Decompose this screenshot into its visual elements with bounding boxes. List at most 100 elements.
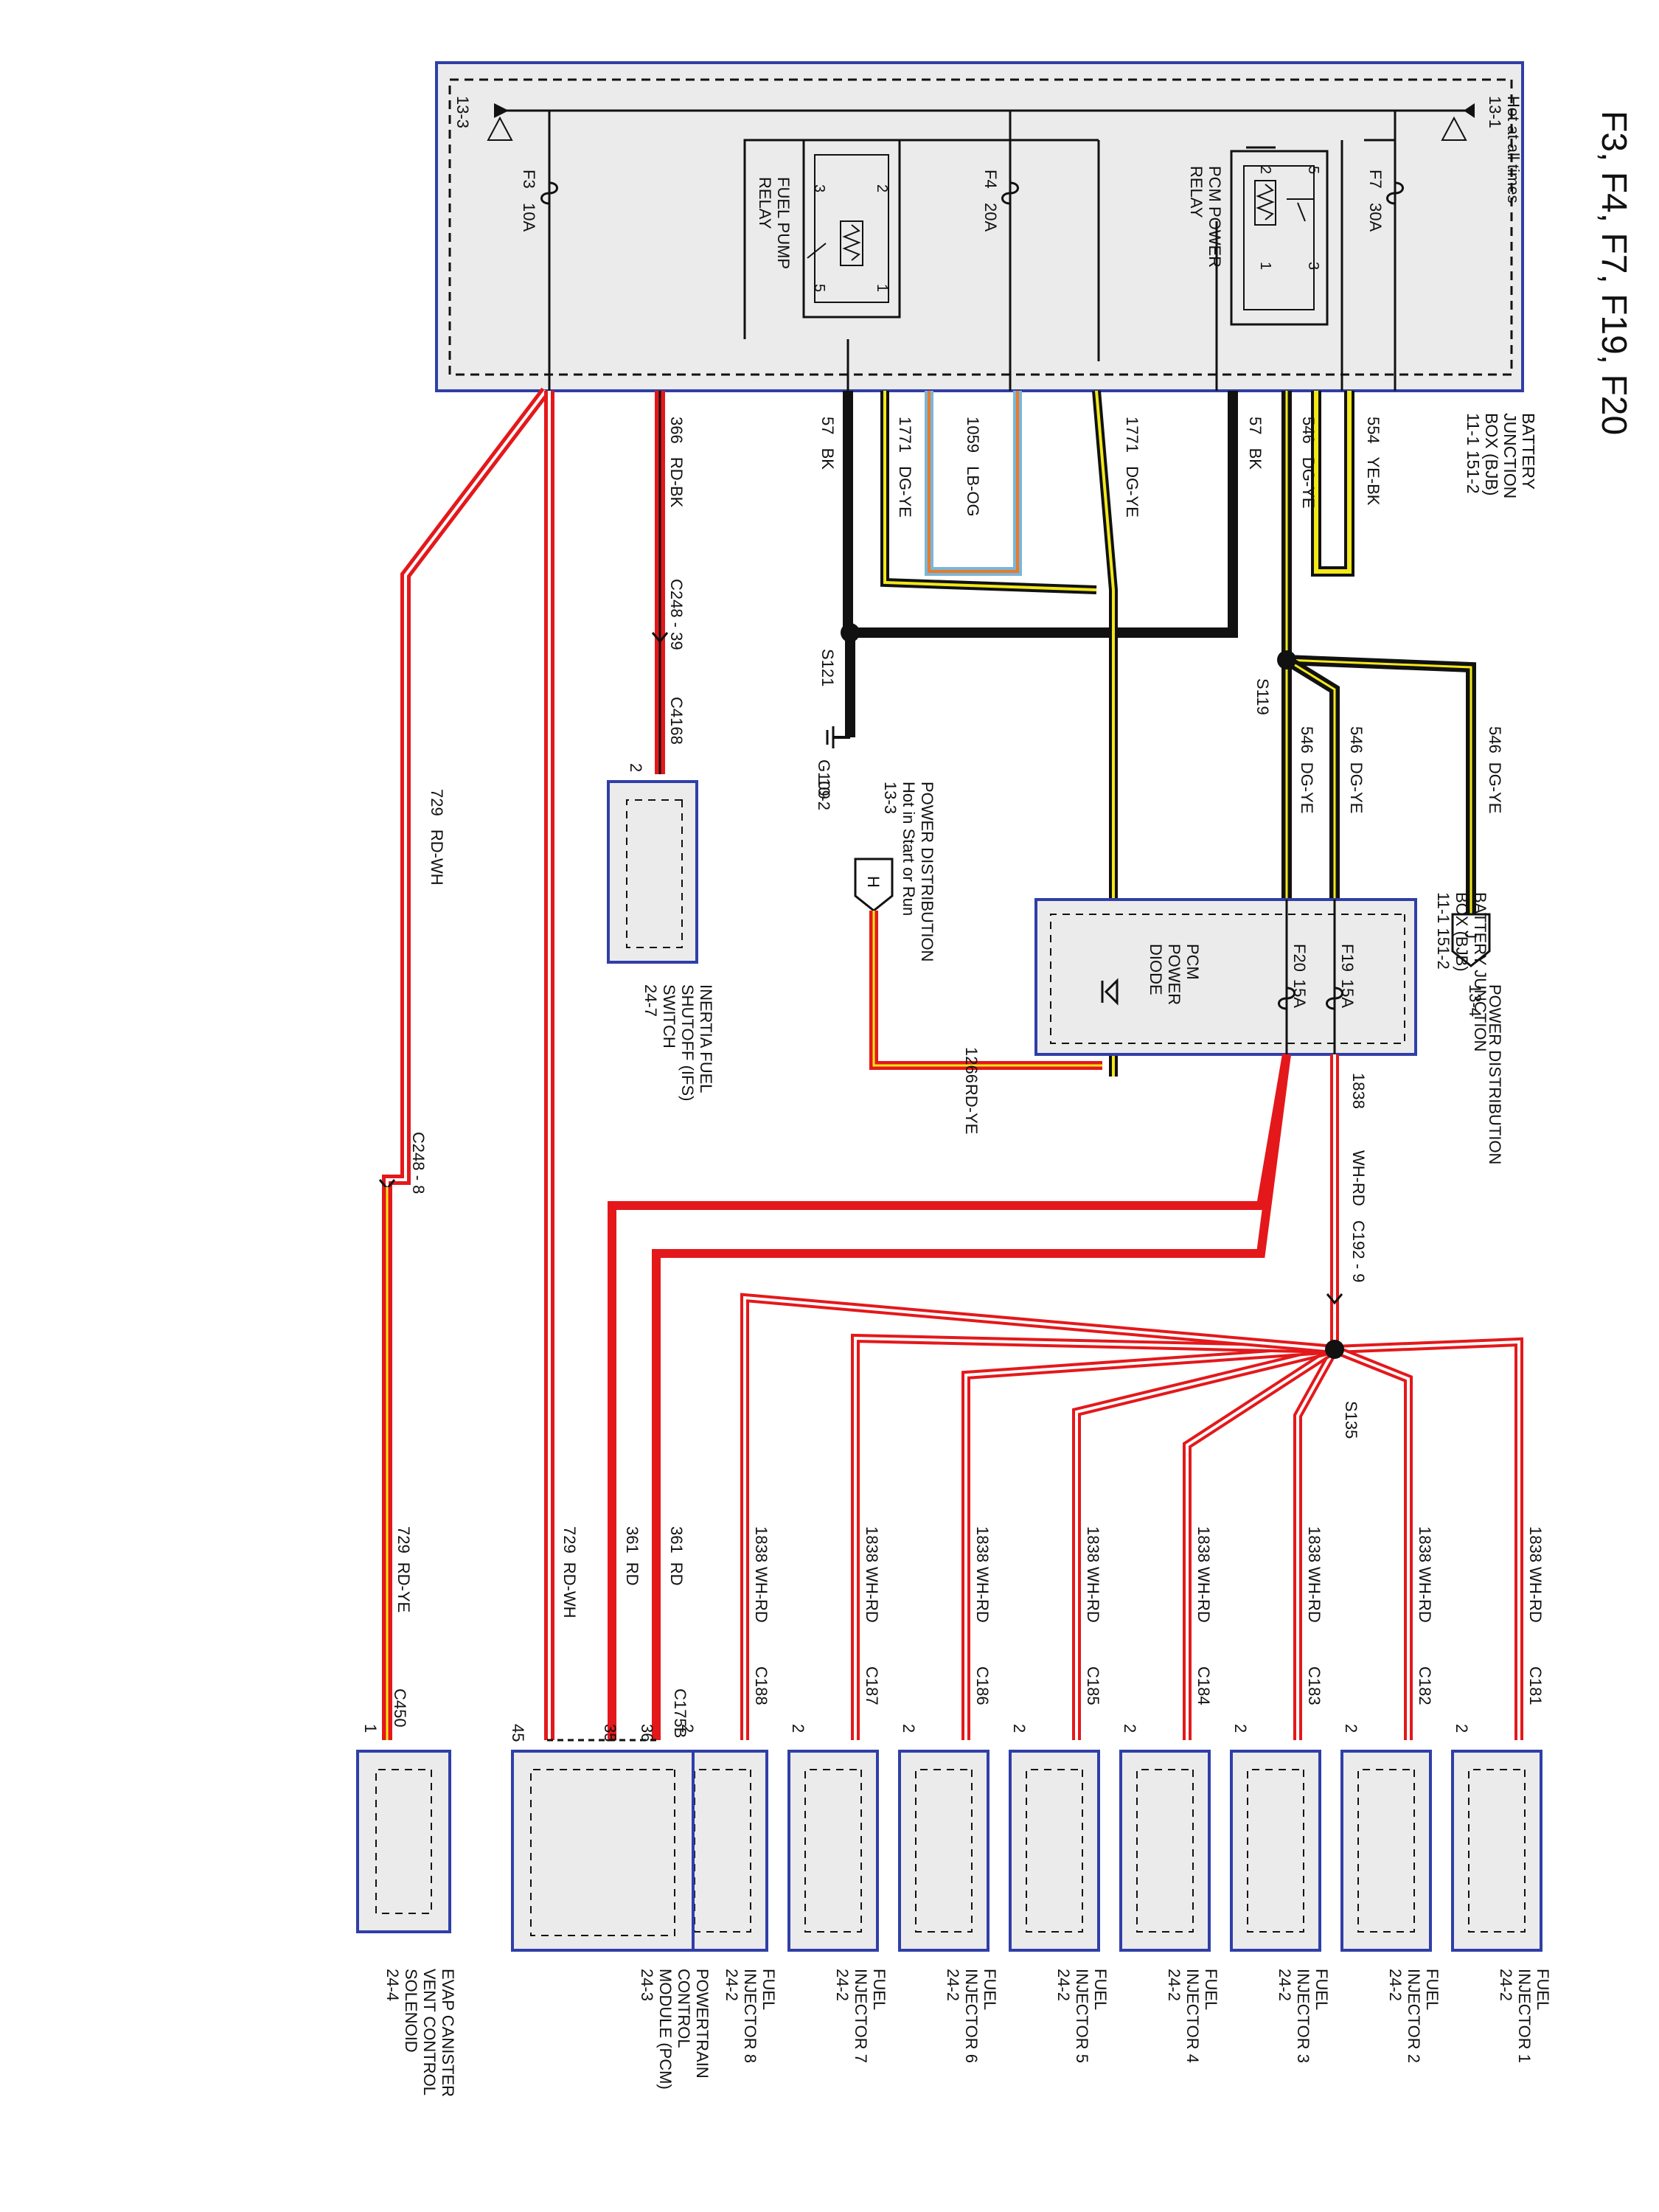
injector-name-line: 24-2 <box>723 1969 741 2001</box>
svg-text:2: 2 <box>874 184 890 192</box>
svg-text:PCMPOWERDIODE: PCMPOWERDIODE <box>1147 944 1202 1005</box>
svg-text:F1915A: F1915A <box>1338 944 1357 1008</box>
injector-wire-label: 1838 WH-RD <box>1194 1526 1213 1623</box>
injector-connector-label: C185 <box>1084 1666 1102 1705</box>
injector-wire-label: 1838 WH-RD <box>1526 1526 1545 1623</box>
fuel-pump-relay: 2 1 3 5 FUEL PUMPRELAY <box>756 139 901 319</box>
svg-text:35: 35 <box>601 1724 619 1742</box>
injector-pin-label: 2 <box>678 1724 697 1733</box>
injector-name-line: FUEL <box>1091 1969 1110 2010</box>
svg-text:1838: 1838 <box>1349 1073 1368 1109</box>
connector-c248-39: C248 - 39 C4168 <box>651 579 686 745</box>
svg-text:H: H <box>864 876 883 888</box>
injector-wire-8 <box>743 1295 1335 1740</box>
svg-text:546DG-YE: 546DG-YE <box>1298 726 1316 813</box>
pcm-module: C175B 36 35 45 POWERTRAINCONTROLMODULE (… <box>509 1526 712 2090</box>
splice-s135: S135 <box>1325 1340 1360 1439</box>
svg-text:S135: S135 <box>1342 1401 1360 1439</box>
wire-361-pair <box>608 1053 1291 1740</box>
svg-text:1: 1 <box>874 284 890 292</box>
injector-name-line: FUEL <box>1312 1969 1331 2010</box>
svg-text:57 BK: 57 BK <box>1246 417 1265 470</box>
injector-wire-label: 1838 WH-RD <box>973 1526 992 1623</box>
injector-name-line: INJECTOR 5 <box>1073 1969 1091 2063</box>
injector-name-line: INJECTOR 3 <box>1294 1969 1312 2063</box>
injector-wire-label: 1838 WH-RD <box>752 1526 771 1623</box>
injector-name-line: 24-2 <box>944 1969 962 2001</box>
bjb-top-box <box>435 61 1524 392</box>
injector-name-line: 24-2 <box>1276 1969 1294 2001</box>
svg-text:F7: F7 <box>1366 170 1385 189</box>
svg-text:C248 - 8: C248 - 8 <box>409 1132 428 1194</box>
svg-text:C248 - 39: C248 - 39 <box>667 579 686 650</box>
svg-text:F3: F3 <box>520 170 538 189</box>
injector-wire-8 <box>740 1293 1335 1740</box>
svg-text:30A: 30A <box>1366 203 1385 232</box>
wire-1266: 1266 RD-YE <box>869 911 1102 1134</box>
svg-text:PCM POWERRELAY: PCM POWERRELAY <box>1187 166 1224 268</box>
injector-name-line: 24-2 <box>1054 1969 1073 2001</box>
injector-name-line: INJECTOR 8 <box>741 1969 759 2063</box>
svg-text:20A: 20A <box>981 203 1000 232</box>
svg-text:5: 5 <box>811 284 827 292</box>
injector-name-line: 24-2 <box>1165 1969 1183 2001</box>
svg-text:C4168: C4168 <box>667 697 686 745</box>
fuse-f7: F7 30A <box>1366 111 1404 391</box>
injector-pin-label: 2 <box>1231 1724 1250 1733</box>
injector-wire-6 <box>961 1345 1335 1740</box>
injector-connector-label: C187 <box>863 1666 881 1705</box>
svg-text:BATTERY JUNCTIONBOX (BJB)11-1: BATTERY JUNCTIONBOX (BJB)11-1 151-2 <box>1434 892 1489 1051</box>
svg-text:C450: C450 <box>391 1688 409 1728</box>
injector-name-line: FUEL <box>1202 1969 1220 2010</box>
svg-text:554 YE-BK: 554 YE-BK <box>1364 417 1382 506</box>
bjb-mid-box: BATTERY JUNCTIONBOX (BJB)11-1 151-2 F191… <box>1034 892 1489 1056</box>
injector-wire-1 <box>1334 1340 1520 1740</box>
pcm-power-relay: 2 1 3 5 PCM POWERRELAY <box>1187 150 1329 326</box>
svg-text:546 DG-YE: 546 DG-YE <box>1299 417 1318 509</box>
injector-connector-label: C181 <box>1526 1666 1545 1705</box>
svg-text:2: 2 <box>627 763 645 772</box>
top-wire-labels: 554 YE-BK 546 DG-YE 57 BK 1771 DG-YE 105… <box>428 417 1382 886</box>
svg-text:5: 5 <box>1305 166 1321 174</box>
fuse-f3: F3 10A <box>520 111 558 391</box>
injector-name-line: INJECTOR 7 <box>852 1969 870 2063</box>
injector-wire-7 <box>854 1336 1335 1740</box>
svg-text:361RD: 361RD <box>623 1526 641 1586</box>
injector-connector-label: C182 <box>1416 1666 1434 1705</box>
injector-name-line: FUEL <box>981 1969 999 2010</box>
wire-546-labels: 546DG-YE 546DG-YE 546DG-YE <box>1298 726 1504 813</box>
svg-text:1: 1 <box>361 1724 380 1733</box>
injector-wire-label: 1838 WH-RD <box>1416 1526 1434 1623</box>
svg-text:FUEL PUMPRELAY: FUEL PUMPRELAY <box>756 177 793 269</box>
bus-arrow-top <box>1464 103 1475 118</box>
injector-wire-2 <box>1334 1348 1410 1740</box>
injector-name-line: FUEL <box>1423 1969 1441 2010</box>
svg-text:10A: 10A <box>520 203 538 232</box>
flag-icon-top <box>1441 116 1467 141</box>
injector-pin-label: 2 <box>789 1724 807 1733</box>
injector-pin-label: 2 <box>900 1724 918 1733</box>
power-distribution-h-connector: H POWER DISTRIBUTIONHot in Start or Run1… <box>854 782 936 961</box>
injector-name-line: 24-2 <box>1497 1969 1515 2001</box>
injector-wire-label: 1838 WH-RD <box>863 1526 881 1623</box>
bjb-top-dashed <box>448 78 1513 376</box>
injector-connector-label: C184 <box>1194 1666 1213 1705</box>
ground-g109: G109 10-2 <box>815 726 850 810</box>
svg-text:2: 2 <box>1257 166 1273 174</box>
svg-text:EVAP CANISTERVENT CONTROLSOLEN: EVAP CANISTERVENT CONTROLSOLENOID24-4 <box>383 1969 457 2097</box>
injector-name-line: FUEL <box>1534 1969 1552 2010</box>
splice-s119: S119 <box>1253 650 1476 914</box>
flag-icon-bottom <box>487 116 513 141</box>
injector-connector-label: C183 <box>1305 1666 1324 1705</box>
fuse-f4: F4 20A <box>981 111 1019 391</box>
svg-text:C175B: C175B <box>671 1688 689 1738</box>
injector-name-line: FUEL <box>759 1969 778 2010</box>
svg-text:RD-YE: RD-YE <box>962 1084 981 1134</box>
svg-text:361RD: 361RD <box>667 1526 686 1586</box>
injector-pin-label: 2 <box>1453 1724 1471 1733</box>
